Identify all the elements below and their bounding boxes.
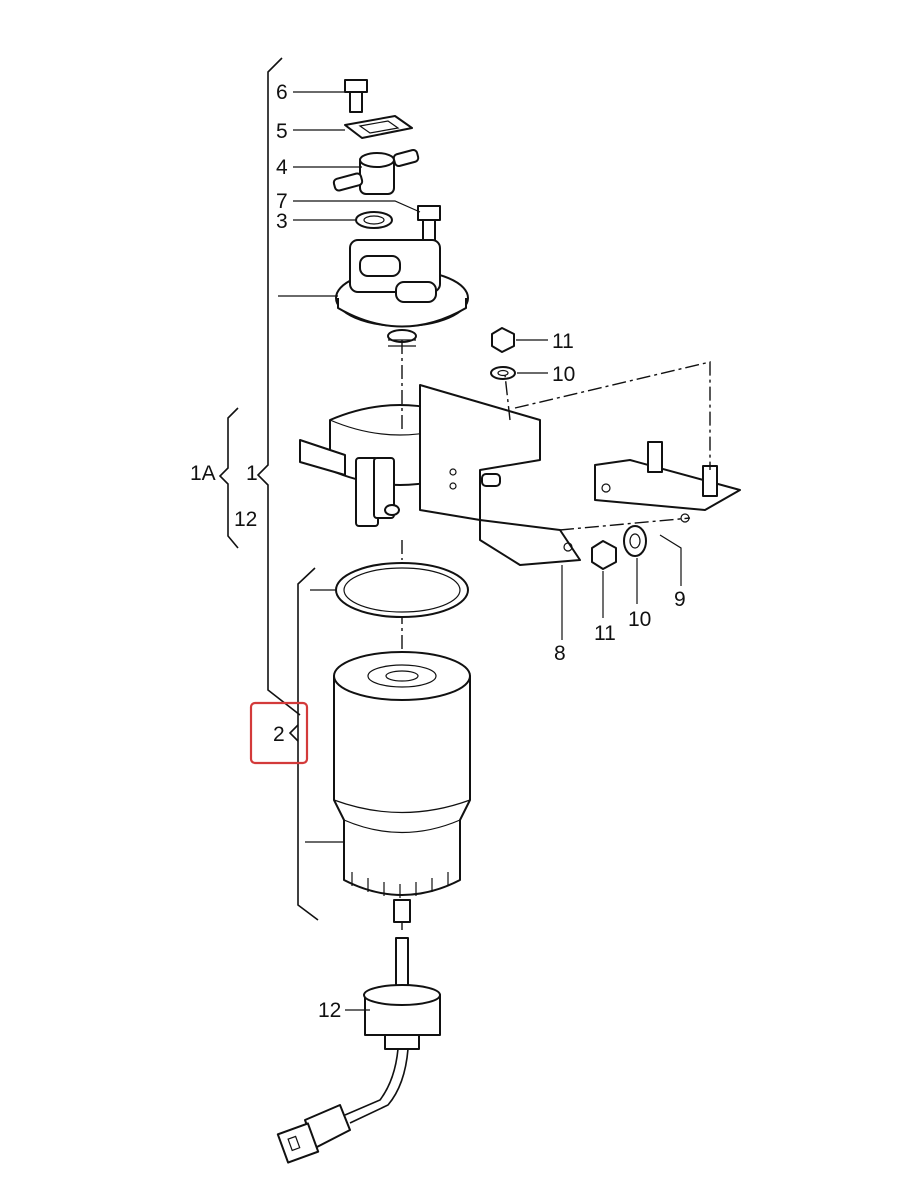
nut-11-top <box>491 327 515 353</box>
group-1a-brace <box>218 407 239 549</box>
callout-12-lower: 12 <box>318 999 341 1022</box>
callout-7: 7 <box>276 190 288 213</box>
filter-cartridge <box>333 651 471 923</box>
callout-1: 1 <box>246 462 258 485</box>
callout-3: 3 <box>276 210 288 233</box>
filter-bracket-clamp <box>299 384 581 566</box>
filter-head <box>335 239 469 347</box>
seal-ring-3 <box>355 211 393 229</box>
nut-11-bottom <box>591 540 617 570</box>
callout-6: 6 <box>276 81 288 104</box>
washer-10-top <box>490 366 516 380</box>
gasket-5 <box>344 115 413 139</box>
fitting-4 <box>332 148 420 195</box>
callout-9: 9 <box>674 588 686 611</box>
callout-11-top: 11 <box>552 330 574 353</box>
callout-12-upper: 12 <box>234 508 257 531</box>
water-sensor-12 <box>276 937 441 1164</box>
callout-10-top: 10 <box>552 363 575 386</box>
callout-1a: 1A <box>190 462 216 485</box>
callout-2-highlight <box>249 701 309 765</box>
leader-lines <box>278 91 682 1011</box>
callout-10-bottom: 10 <box>628 608 651 631</box>
callout-2-tick <box>288 724 299 742</box>
callout-8: 8 <box>554 642 566 665</box>
filter-seal-ring <box>335 562 469 618</box>
washer-10-bottom <box>623 525 647 557</box>
bolt-7 <box>417 205 441 243</box>
callout-4: 4 <box>276 156 288 179</box>
bolt-6 <box>344 79 368 113</box>
callout-5: 5 <box>276 120 288 143</box>
group-2-bracket <box>297 567 319 921</box>
group-1-bracket <box>256 57 301 716</box>
callout-11-bottom: 11 <box>594 622 616 645</box>
mounting-plate-9 <box>594 441 741 523</box>
bracket-axis <box>504 361 711 531</box>
callout-2: 2 <box>273 723 285 746</box>
